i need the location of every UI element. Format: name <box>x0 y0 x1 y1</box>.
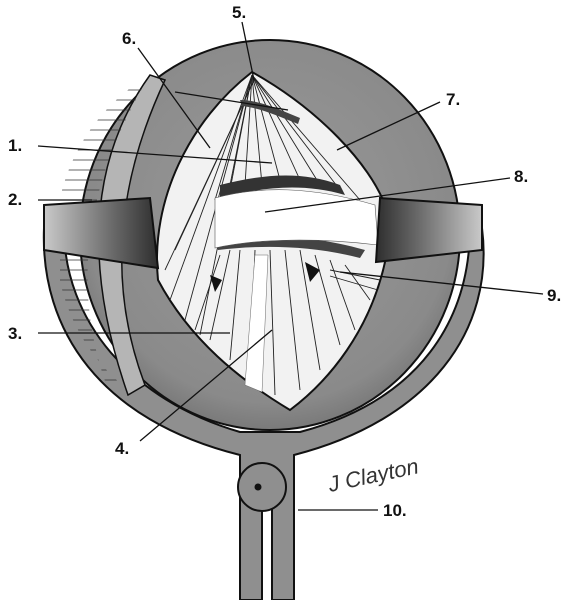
callout-7: 7. <box>446 90 461 109</box>
instrument-pivot <box>237 462 287 512</box>
right-retractor-blade <box>374 196 483 264</box>
leader-5 <box>241 21 255 81</box>
exposed-tissue <box>156 70 386 412</box>
leader-7 <box>336 101 441 151</box>
retractor-frame <box>42 224 485 600</box>
callout-9: 9. <box>547 286 562 305</box>
callout-1: 1. <box>8 136 23 155</box>
leader-6a <box>137 47 211 149</box>
callout-8: 8. <box>514 167 529 186</box>
leader-8 <box>264 177 511 213</box>
callout-4: 4. <box>115 439 130 458</box>
artist-signature: J Clayton <box>325 453 421 497</box>
left-retractor-blade <box>43 196 160 270</box>
leader-4 <box>139 329 273 442</box>
leader-6b <box>174 91 289 111</box>
callout-5: 5. <box>232 3 247 22</box>
callout-10: 10. <box>383 501 407 520</box>
callout-2: 2. <box>8 190 23 209</box>
callout-3: 3. <box>8 324 23 343</box>
leader-1 <box>37 145 273 164</box>
leader-lines <box>37 21 544 511</box>
callout-6: 6. <box>122 29 137 48</box>
leader-9 <box>339 271 544 295</box>
